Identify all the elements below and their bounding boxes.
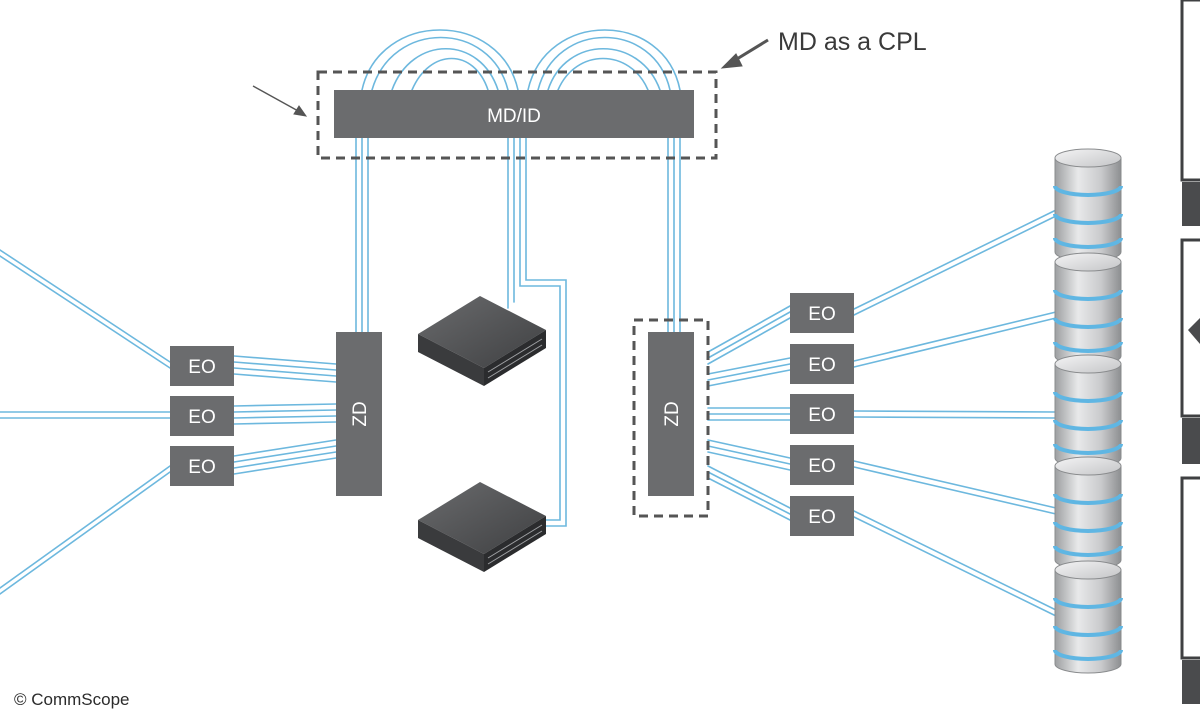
zd-box xyxy=(336,332,382,496)
left-eo-to-zd-fibers xyxy=(233,355,337,475)
eo-box xyxy=(790,496,854,536)
eo-label: EO xyxy=(808,405,835,426)
fiber-links xyxy=(0,29,1057,617)
storage-cylinder xyxy=(1053,456,1123,570)
eo-box xyxy=(790,344,854,384)
network-switch-bottom xyxy=(418,482,546,572)
zd-left-uplink xyxy=(355,137,369,333)
md-cpl-dashed-frame xyxy=(316,70,718,160)
storage-cylinder xyxy=(1053,354,1123,468)
zd-left: ZD xyxy=(336,332,382,496)
zd-box xyxy=(648,332,694,496)
callout-arrowhead xyxy=(720,53,743,69)
eo-box xyxy=(790,293,854,333)
md-to-switch-fibers xyxy=(507,137,567,527)
eo-label: EO xyxy=(808,507,835,528)
edge-panel xyxy=(1180,476,1200,660)
md-cross-connect-loops xyxy=(361,29,681,91)
edge-panel-base xyxy=(1182,182,1200,226)
left-incoming-fibers xyxy=(0,249,171,595)
callout-label: MD as a CPL xyxy=(778,28,927,56)
storage-stack xyxy=(1053,148,1123,674)
eo-label: EO xyxy=(188,357,215,378)
eo-label: EO xyxy=(808,304,835,325)
storage-cylinder xyxy=(1053,252,1123,366)
eo-to-storage-fibers xyxy=(853,209,1057,617)
zd-label: ZD xyxy=(350,401,371,426)
eo-box xyxy=(170,446,234,486)
zd-right: ZD xyxy=(632,318,710,518)
eo-box xyxy=(170,346,234,386)
edge-panel-shape xyxy=(1188,318,1200,344)
eo-box xyxy=(790,445,854,485)
right-zd-to-eo-fibers xyxy=(707,305,791,521)
callout-arrows xyxy=(252,38,769,117)
md-id-group: MD/ID xyxy=(316,70,718,160)
zd-right-uplink xyxy=(667,137,681,333)
zd-dashed-frame xyxy=(632,318,710,518)
zd-label: ZD xyxy=(662,401,683,426)
eo-label: EO xyxy=(808,456,835,477)
eo-label: EO xyxy=(808,355,835,376)
edge-panel xyxy=(1180,0,1200,182)
eo-label: EO xyxy=(188,407,215,428)
network-switch-top xyxy=(418,296,546,386)
storage-cylinder xyxy=(1053,560,1123,674)
copyright-notice: © CommScope xyxy=(14,690,130,709)
left-arrowhead xyxy=(293,105,308,117)
eo-box xyxy=(790,394,854,434)
eo-label: EO xyxy=(188,457,215,478)
storage-cylinder xyxy=(1053,148,1123,262)
right-edge-panels xyxy=(1180,0,1200,704)
left-pointer-arrow xyxy=(252,85,301,113)
md-id-label: MD/ID xyxy=(487,106,541,127)
edge-panel-base xyxy=(1182,660,1200,704)
edge-panel-base xyxy=(1182,418,1200,464)
eo-box xyxy=(170,396,234,436)
md-id-box xyxy=(334,90,694,138)
right-eo-stack: EO EO EO EO EO xyxy=(790,293,854,536)
left-eo-stack: EO EO EO xyxy=(170,346,234,486)
